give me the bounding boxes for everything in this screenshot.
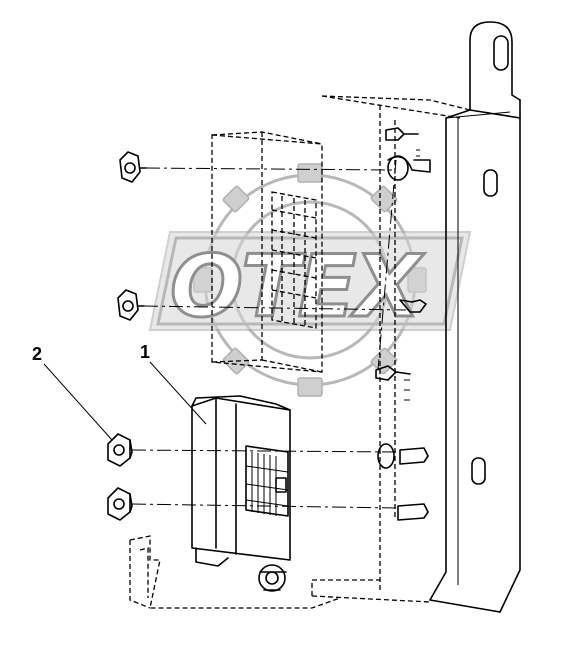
bracket-slot-lower <box>471 457 486 485</box>
watermark-logo: OTEX <box>148 163 472 397</box>
middle-nut <box>117 289 145 321</box>
callout-1-label: 1 <box>140 342 150 362</box>
callout-1: 1 <box>140 342 207 425</box>
bracket-slot-upper <box>483 169 498 197</box>
control-module <box>191 395 291 592</box>
bracket-slot <box>493 35 509 71</box>
ground-nut <box>258 564 286 592</box>
watermark-text: OTEX <box>170 237 425 337</box>
assembly-centerlines <box>131 159 407 509</box>
flange-nut-upper <box>107 433 133 467</box>
flange-nut-lower <box>107 487 133 521</box>
bracket-studs <box>375 127 431 521</box>
callout-2-label: 2 <box>32 344 42 364</box>
upper-nut <box>119 151 147 183</box>
fuse-box-ghost <box>211 131 323 373</box>
callout-2: 2 <box>32 344 113 441</box>
module-connector <box>245 445 289 517</box>
